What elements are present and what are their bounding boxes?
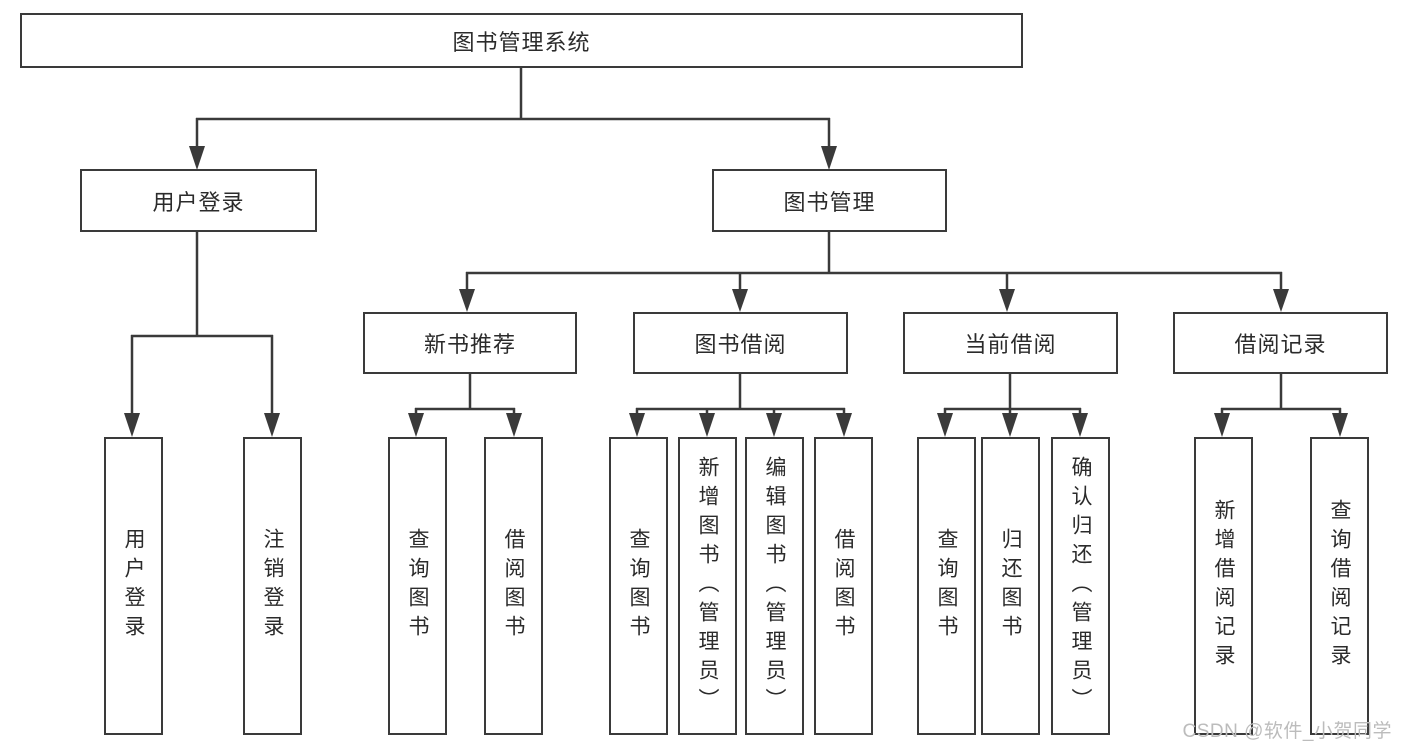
node-book-management: 图书管理 xyxy=(712,169,947,232)
leaf-borrow-books-recommend: 借阅图书 xyxy=(484,437,543,735)
leaf-label: 查询图书 xyxy=(406,528,429,644)
leaf-label: 借阅图书 xyxy=(502,528,525,644)
leaf-borrow-books: 借阅图书 xyxy=(814,437,873,735)
node-label: 图书管理 xyxy=(783,189,876,215)
leaf-query-books-borrow: 查询图书 xyxy=(609,437,668,735)
arrowheads xyxy=(124,146,1348,437)
node-new-book-recommendation: 新书推荐 xyxy=(363,312,577,374)
leaf-add-books-admin: 新增图书（管理员） xyxy=(678,437,737,735)
leaf-label: 查询借阅记录 xyxy=(1328,499,1351,673)
leaf-label: 借阅图书 xyxy=(832,528,855,644)
leaf-user-login: 用户登录 xyxy=(104,437,163,735)
leaf-label: 查询图书 xyxy=(627,528,650,644)
leaf-label: 查询图书 xyxy=(935,528,958,644)
leaf-add-borrow-record: 新增借阅记录 xyxy=(1194,437,1253,735)
node-label: 图书借阅 xyxy=(694,332,787,357)
leaf-label: 确认归还（管理员） xyxy=(1069,455,1092,717)
leaf-label: 归还图书 xyxy=(999,528,1022,644)
node-user-login: 用户登录 xyxy=(80,169,317,232)
leaf-confirm-return-admin: 确认归还（管理员） xyxy=(1051,437,1110,735)
leaf-label: 用户登录 xyxy=(122,528,145,644)
leaf-label: 新增图书（管理员） xyxy=(696,455,719,717)
leaf-label: 编辑图书（管理员） xyxy=(763,455,786,717)
node-label: 借阅记录 xyxy=(1234,332,1327,357)
leaf-edit-books-admin: 编辑图书（管理员） xyxy=(745,437,804,735)
node-label: 用户登录 xyxy=(152,189,245,215)
csdn-watermark: CSDN @软件_小贺同学 xyxy=(1182,721,1392,742)
leaf-logout: 注销登录 xyxy=(243,437,302,735)
node-label: 图书管理系统 xyxy=(452,29,591,55)
leaf-query-borrow-record: 查询借阅记录 xyxy=(1310,437,1369,735)
node-label: 当前借阅 xyxy=(964,332,1057,357)
node-current-borrowing: 当前借阅 xyxy=(903,312,1118,374)
leaf-label: 注销登录 xyxy=(261,528,284,644)
node-library-management-system: 图书管理系统 xyxy=(20,13,1023,68)
leaf-return-books: 归还图书 xyxy=(981,437,1040,735)
leaf-query-books-recommend: 查询图书 xyxy=(388,437,447,735)
leaf-label: 新增借阅记录 xyxy=(1212,499,1235,673)
node-label: 新书推荐 xyxy=(423,332,516,357)
leaf-query-books-current: 查询图书 xyxy=(917,437,976,735)
node-book-borrowing: 图书借阅 xyxy=(633,312,848,374)
node-borrowing-records: 借阅记录 xyxy=(1173,312,1388,374)
